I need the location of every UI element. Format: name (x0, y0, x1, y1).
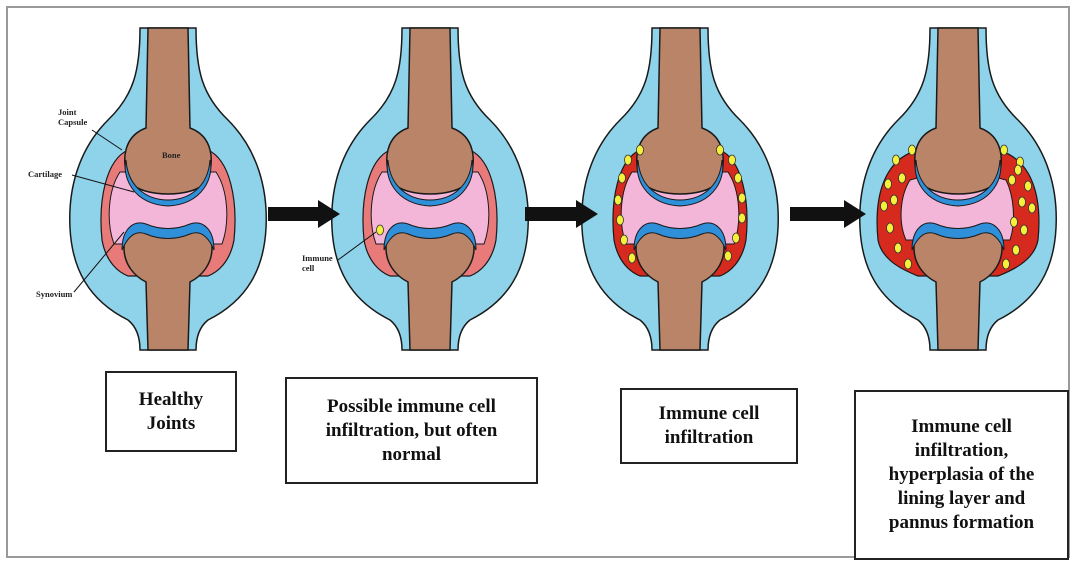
immune-cell (1011, 217, 1018, 227)
immune-cell (725, 251, 732, 261)
immune-cell (885, 179, 892, 189)
joint-2 (332, 28, 528, 350)
caption-hyperplasia-pannus: Immune cell infiltration, hyperplasia of… (854, 390, 1069, 560)
caption-possible-infiltration: Possible immune cell infiltration, but o… (285, 377, 538, 484)
immune-cell (625, 155, 632, 165)
joint-4 (860, 28, 1056, 350)
immune-cell (887, 223, 894, 233)
immune-cell (619, 173, 626, 183)
immune-cell (717, 145, 724, 155)
joint-1 (70, 28, 266, 350)
immune-cell (909, 145, 916, 155)
immune-cell (1019, 197, 1026, 207)
immune-cell (629, 253, 636, 263)
label-cartilage: Cartilage (28, 169, 62, 179)
immune-cell (891, 195, 898, 205)
immune-cell (905, 259, 912, 269)
immune-cell (1003, 259, 1010, 269)
label-bone: Bone (162, 150, 181, 160)
immune-cell (1025, 181, 1032, 191)
immune-cell (637, 145, 644, 155)
immune-cell (881, 201, 888, 211)
immune-cell (739, 213, 746, 223)
immune-cell (893, 155, 900, 165)
immune-cell (617, 215, 624, 225)
immune-cell (621, 235, 628, 245)
progression-arrow-1 (268, 200, 340, 228)
immune-cell (1021, 225, 1028, 235)
joint-3 (582, 28, 778, 350)
immune-cell (1009, 175, 1016, 185)
progression-arrow-3 (790, 200, 866, 228)
immune-cell (735, 173, 742, 183)
immune-cell (1001, 145, 1008, 155)
caption-immune-infiltration: Immune cell infiltration (620, 388, 798, 464)
immune-cell (1029, 203, 1036, 213)
label-synovium: Synovium (36, 289, 72, 299)
immune-cell (895, 243, 902, 253)
immune-cell (739, 193, 746, 203)
immune-cell (729, 155, 736, 165)
immune-cell (615, 195, 622, 205)
immune-cell (377, 225, 384, 235)
immune-cell (733, 233, 740, 243)
immune-cell (1015, 165, 1022, 175)
caption-healthy-joints: Healthy Joints (105, 371, 237, 452)
immune-cell (899, 173, 906, 183)
immune-cell (1013, 245, 1020, 255)
